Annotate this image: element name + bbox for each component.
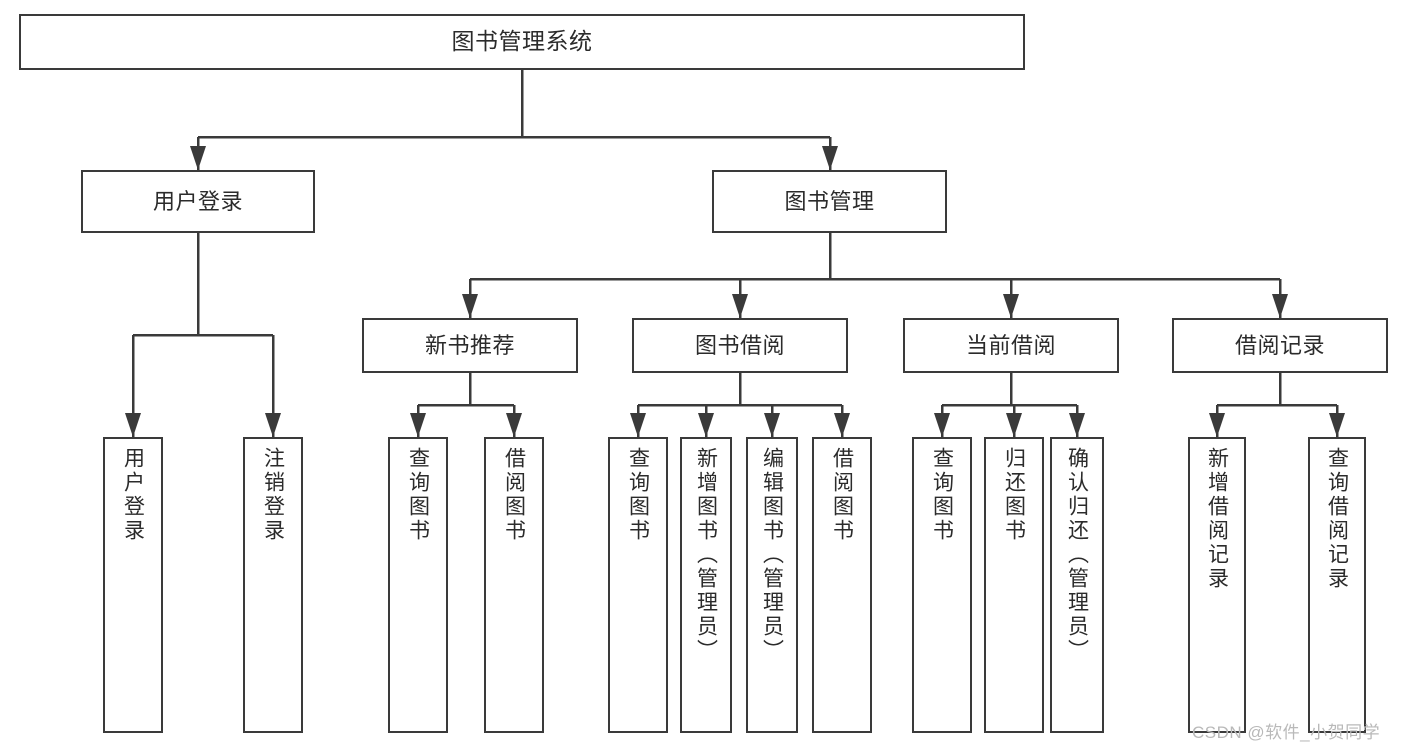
node-label: 图书借阅 [694,332,785,358]
node-leaf-edit-book[interactable]: 编辑图书（管理员） [746,437,798,733]
node-label: 确认归还（管理员） [1065,447,1089,663]
node-l2-user-login[interactable]: 用户登录 [81,170,315,233]
node-leaf-return-book[interactable]: 归还图书 [984,437,1044,733]
node-leaf-borrow-book-2[interactable]: 借阅图书 [812,437,872,733]
node-leaf-borrow-book-1[interactable]: 借阅图书 [484,437,544,733]
watermark-label: CSDN @软件_小贺同学 [1192,723,1381,742]
node-label: 编辑图书（管理员） [760,447,784,663]
node-label: 图书管理 [784,188,875,214]
node-leaf-add-book[interactable]: 新增图书（管理员） [680,437,732,733]
node-root[interactable]: 图书管理系统 [19,14,1025,70]
node-leaf-add-record[interactable]: 新增借阅记录 [1188,437,1246,733]
node-l3-book-borrow[interactable]: 图书借阅 [632,318,848,373]
node-label: 新增图书（管理员） [694,447,718,663]
node-label: 查询借阅记录 [1325,447,1349,591]
node-leaf-confirm-return[interactable]: 确认归还（管理员） [1050,437,1104,733]
node-label: 新书推荐 [424,332,515,358]
node-label: 查询图书 [930,447,954,543]
node-leaf-query-record[interactable]: 查询借阅记录 [1308,437,1366,733]
node-label: 查询图书 [406,447,430,543]
node-leaf-query-book-2[interactable]: 查询图书 [608,437,668,733]
node-label: 新增借阅记录 [1205,447,1229,591]
node-label: 图书管理系统 [451,28,593,55]
node-leaf-query-book-1[interactable]: 查询图书 [388,437,448,733]
node-label: 用户登录 [152,188,243,214]
node-leaf-user-login[interactable]: 用户登录 [103,437,163,733]
node-leaf-logout[interactable]: 注销登录 [243,437,303,733]
node-label: 借阅图书 [502,447,526,543]
node-l3-current-borrow[interactable]: 当前借阅 [903,318,1119,373]
node-l3-borrow-record[interactable]: 借阅记录 [1172,318,1388,373]
node-l2-book-mgmt[interactable]: 图书管理 [712,170,947,233]
node-label: 注销登录 [261,447,285,543]
node-label: 归还图书 [1002,447,1026,543]
node-label: 查询图书 [626,447,650,543]
node-label: 用户登录 [121,447,145,543]
node-l3-new-book-rec[interactable]: 新书推荐 [362,318,578,373]
node-label: 借阅记录 [1234,332,1325,358]
node-leaf-query-book-3[interactable]: 查询图书 [912,437,972,733]
node-label: 借阅图书 [830,447,854,543]
node-label: 当前借阅 [965,332,1056,358]
